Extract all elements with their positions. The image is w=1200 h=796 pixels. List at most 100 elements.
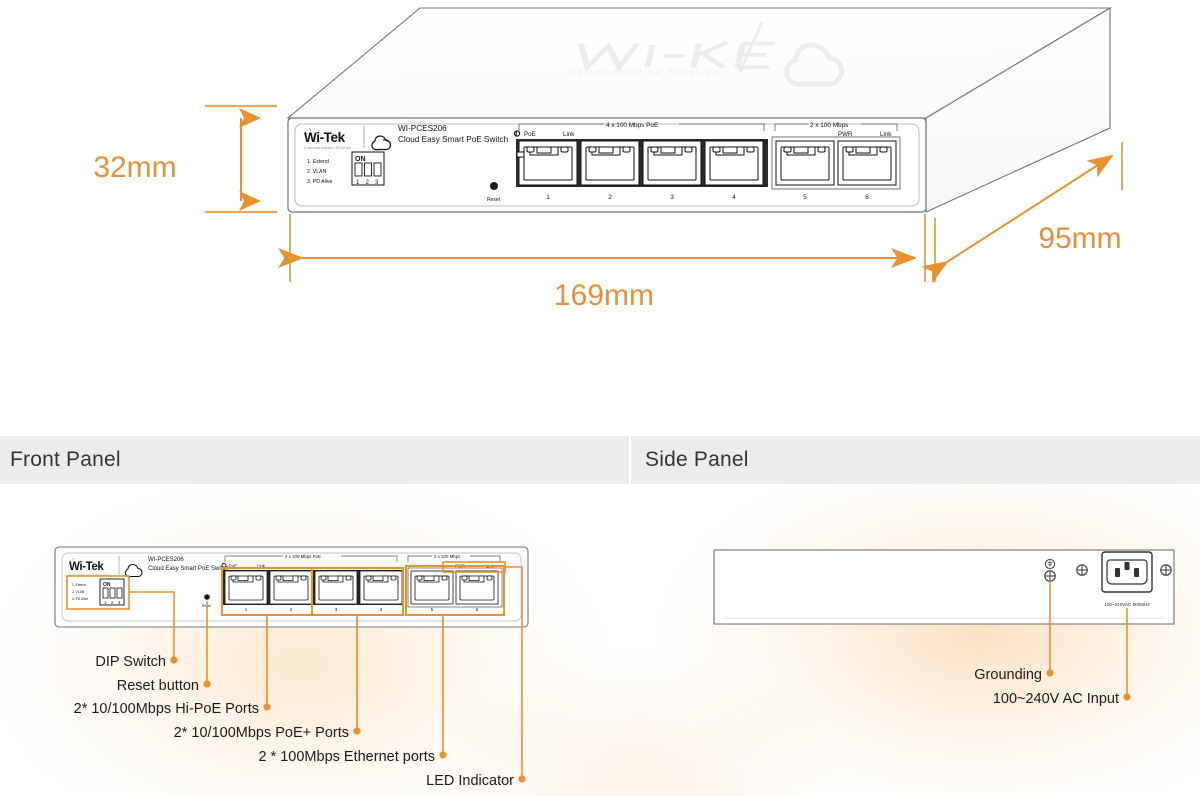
panel-header-band: Front Panel Side Panel xyxy=(0,436,1200,484)
dip-num-3-small: 3 xyxy=(118,600,121,605)
dimension-depth: 95mm xyxy=(921,142,1123,284)
dimension-depth-label: 95mm xyxy=(1038,222,1121,255)
callout-label-ac-input: 100~240V AC Input xyxy=(993,691,1119,707)
dip-toggle-2[interactable] xyxy=(364,162,372,177)
brand-lockup: ◟◝ Wi-Tek Communication Solution WI-PCES… xyxy=(304,124,509,151)
grounding-icon xyxy=(1044,558,1056,570)
dip-item-2: 2. VLAN xyxy=(307,169,327,175)
port-number-4: 4 xyxy=(732,194,736,201)
model-description: Cloud Easy Smart PoE Switch xyxy=(398,135,509,144)
uplink-group-label: 2 x 100 Mbps xyxy=(810,122,848,129)
port-number-1: 1 xyxy=(546,194,550,201)
front-callout-leaders xyxy=(129,566,523,779)
dip-item-3-small: 3. PD Alive xyxy=(72,597,88,601)
reset-button-hole[interactable] xyxy=(490,182,498,190)
dip-toggle-2-small[interactable] xyxy=(109,587,116,599)
callout-label-poeplus: 2* 10/100Mbps PoE+ Ports xyxy=(174,725,349,741)
device-front-panel-3d: ◟◝ Wi-Tek Communication Solution WI-PCES… xyxy=(287,117,927,213)
poe-port-cluster xyxy=(516,139,768,187)
side-callout-labels: Grounding 100~240V AC Input xyxy=(974,667,1119,707)
port-number-row: 1 2 3 4 5 6 xyxy=(546,194,869,201)
rj45-port[interactable] xyxy=(516,140,578,186)
led-label-link-small: Link xyxy=(257,564,266,569)
header-divider xyxy=(629,436,631,484)
callout-label-hipoe: 2* 10/100Mbps Hi-PoE Ports xyxy=(74,701,259,717)
dimension-height: 32mm xyxy=(93,104,277,214)
dip-toggle-3-small[interactable] xyxy=(116,587,123,599)
uplink-port-cluster xyxy=(771,136,901,190)
panels-section: ◟◝ Wi-Tek Communication Solution WI-PCES… xyxy=(0,484,1200,796)
dip-on-label-small: ON xyxy=(103,582,111,588)
highlight-ethernet-ports xyxy=(405,565,505,616)
rj45-port[interactable] xyxy=(580,140,640,186)
rj45-port[interactable] xyxy=(704,140,764,186)
iec-power-inlet[interactable] xyxy=(1101,551,1153,593)
cloud-icon xyxy=(371,135,392,151)
side-callout-leaders xyxy=(1049,581,1128,697)
dip-num-2: 2 xyxy=(366,180,370,186)
side-panel-diagram: 100~240VAC 50/60Hz xyxy=(713,549,1175,625)
uplink-port-cluster-small xyxy=(407,567,503,608)
mounting-screw-right xyxy=(1160,564,1172,576)
led-label-poe-small: PoE xyxy=(229,564,237,569)
port-group-brackets-small xyxy=(224,555,501,562)
callout-dot-hipoe xyxy=(263,703,271,711)
port-number-row-small: 1 2 3 4 5 6 xyxy=(245,607,479,612)
side-callout-dots xyxy=(1046,669,1131,701)
led-label-poe: PoE xyxy=(524,131,536,138)
rj45-port-small[interactable] xyxy=(314,570,358,605)
brand-tagline: Communication Solution xyxy=(304,146,352,150)
dip-switch-small: 1. Extend 2. VLAN 3. PD Alive ON 1 2 3 xyxy=(66,575,130,610)
rj45-port-small[interactable] xyxy=(410,570,454,605)
reset-button-hole-small[interactable] xyxy=(204,594,210,600)
dip-item-1-small: 1. Extend xyxy=(72,583,86,587)
brand-swoosh-small: ◟◝ xyxy=(70,557,75,563)
iec-inlet-inner xyxy=(1106,559,1148,585)
port-number-1-small: 1 xyxy=(245,607,248,612)
iec-pin-left xyxy=(1115,568,1120,577)
callout-label-reset: Reset button xyxy=(117,678,199,694)
rj45-port-small[interactable] xyxy=(224,570,268,605)
uplink-group-label-small: 2 x 100 Mbps xyxy=(434,554,461,559)
dip-toggle-1[interactable] xyxy=(354,162,363,177)
callout-label-led: LED Indicator xyxy=(426,773,514,789)
dip-item-3: 3. PD Alive xyxy=(307,179,332,185)
front-panel-inner-bezel xyxy=(294,123,920,207)
callout-dot-poeplus xyxy=(353,727,361,735)
dip-item-2-small: 2. VLAN xyxy=(72,590,85,594)
embossed-logo: Communication Solution xyxy=(567,21,844,87)
dimension-height-label: 32mm xyxy=(93,151,176,184)
logo-tagline: Communication Solution xyxy=(567,67,722,77)
model-number: WI-PCES206 xyxy=(398,124,447,133)
rj45-port-small[interactable] xyxy=(455,570,499,605)
front-callout-dots xyxy=(170,656,526,783)
rj45-port[interactable] xyxy=(642,140,702,186)
dip-num-1-small: 1 xyxy=(104,600,107,605)
rj45-port[interactable] xyxy=(837,140,897,186)
led-label-link2: Link xyxy=(880,131,892,138)
dip-toggle-3[interactable] xyxy=(373,162,382,177)
callout-dot-led xyxy=(518,775,526,783)
rj45-port-small[interactable] xyxy=(269,570,313,605)
rj45-port-small[interactable] xyxy=(359,570,403,605)
front-panel-diagram: ◟◝ Wi-Tek Communication Solution WI-PCES… xyxy=(54,546,529,628)
reset-button-group[interactable]: Reset xyxy=(487,182,501,203)
port-number-6: 6 xyxy=(865,194,869,201)
dip-num-1: 1 xyxy=(356,180,360,186)
side-panel-body xyxy=(713,549,1175,625)
dip-toggle-1-small[interactable] xyxy=(102,587,109,599)
dip-item-1: 1. Extend xyxy=(307,159,329,165)
cloud-icon-small xyxy=(124,563,143,578)
callout-dot-ac-input xyxy=(1123,693,1131,701)
port-number-6-small: 6 xyxy=(476,607,479,612)
side-panel-heading: Side Panel xyxy=(645,448,749,471)
port-number-2: 2 xyxy=(608,194,612,201)
reset-label: Reset xyxy=(487,197,501,203)
brand-swoosh: ◟◝ xyxy=(305,128,312,135)
callout-label-dip-switch: DIP Switch xyxy=(95,654,166,670)
front-callout-labels: DIP Switch Reset button 2* 10/100Mbps Hi… xyxy=(74,654,515,789)
rj45-port[interactable] xyxy=(775,140,835,186)
poe-group-label: 4 x 100 Mbps PoE xyxy=(606,122,658,129)
iec-pin-earth xyxy=(1124,562,1130,570)
poe-group-label-small: 4 x 100 Mbps PoE xyxy=(285,554,321,559)
